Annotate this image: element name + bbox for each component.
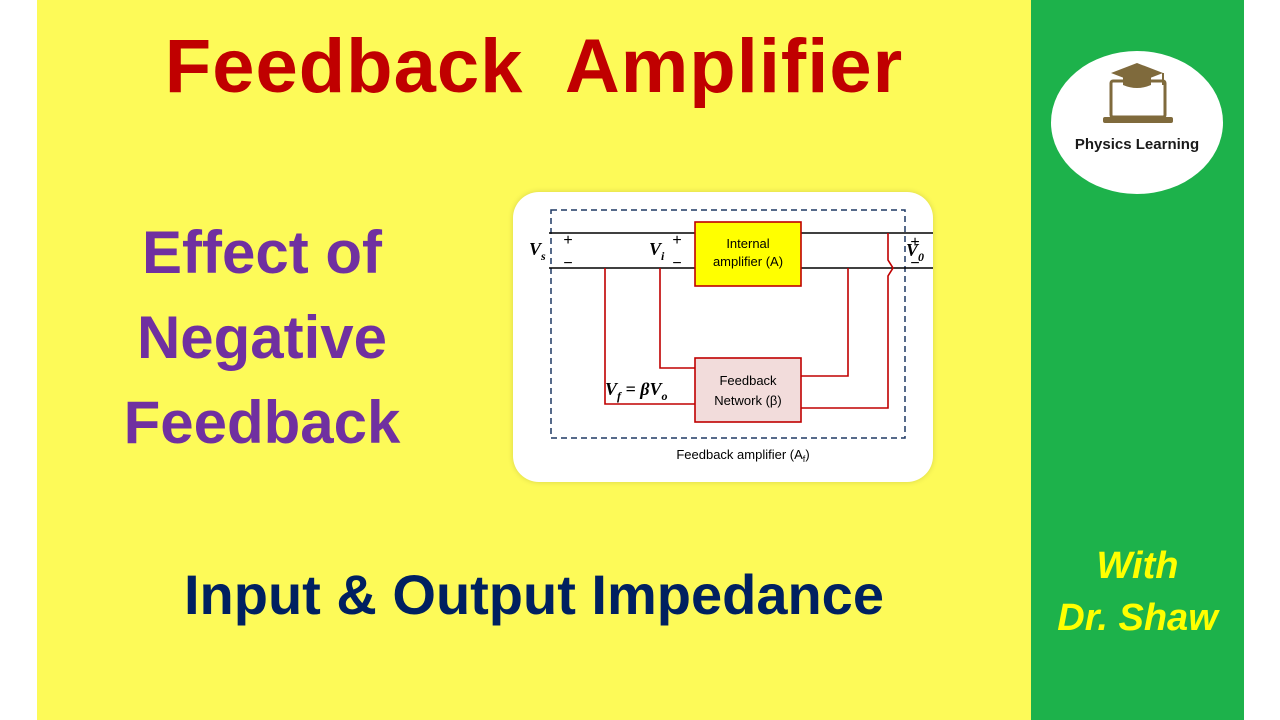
subtitle: Effect of Negative Feedback [67,210,457,465]
vf-symbol: V [605,379,619,399]
dashed-enclosure [550,209,906,439]
caption-text: Feedback amplifier (A [676,447,803,462]
vf-subscript: f [617,389,622,403]
internal-amplifier-box [694,221,802,287]
vi-symbol: V [649,239,663,259]
vs-label: Vs [529,239,546,263]
laptop-graduation-cap-icon [1103,63,1173,123]
wire-input-minus-to-network [604,268,695,405]
author-line-1: With [1096,545,1179,587]
vs-minus: − [563,255,572,272]
subtitle-line-1: Effect of [142,219,382,286]
subtitle-line-2: Negative [136,304,388,371]
vs-subscript: s [540,249,546,263]
vi-plus: + [672,232,681,249]
vi-label: Vi [649,239,665,263]
wire-output-plus-to-network [801,233,894,409]
vs-plus: + [563,232,572,249]
vo-subscript: 0 [918,250,924,264]
caption-subscript: f [803,454,806,464]
sidebar: Physics Learning With Dr. Shaw [1031,0,1244,720]
feedback-amplifier-diagram: Internal amplifier (A) Feedback Network … [513,192,933,482]
vf-label: Vf = βVo [605,379,668,403]
vo-minus: − [910,255,919,272]
internal-amplifier-label-2: amplifier (A) [713,254,783,269]
vo-label: V0 [906,240,924,264]
vi-subscript: i [661,249,665,263]
feedback-wires [604,233,894,409]
caption-end: ) [805,447,809,462]
author-credit: With Dr. Shaw [1031,540,1244,644]
wire-output-minus-to-network [801,268,849,377]
logo: Physics Learning [1051,51,1223,194]
feedback-network-box [694,357,802,423]
feedback-network-label-2: Network (β) [714,393,781,408]
vs-symbol: V [529,239,543,259]
subtitle-line-3: Feedback [123,389,401,456]
internal-amplifier-label-1: Internal [726,236,769,251]
author-line-2: Dr. Shaw [1057,597,1218,639]
diagram-caption: Feedback amplifier (Af) [676,447,809,464]
bottom-title: Input & Output Impedance [184,563,884,626]
vo-plus: + [910,234,919,251]
wire-vi-minus-to-network [659,268,695,369]
logo-text: Physics Learning [1074,136,1200,153]
vf-expression-subscript: o [662,389,668,403]
page-title: Feedback Amplifier [164,24,904,109]
main-panel: Feedback Amplifier Effect of Negative Fe… [37,0,1031,720]
vo-label-svg: V0 [906,240,924,264]
feedback-network-label-1: Feedback [719,373,777,388]
circuit-diagram-svg: Internal amplifier (A) Feedback Network … [529,209,933,464]
vf-expression: = βV [621,379,663,399]
vi-minus: − [672,255,681,272]
vo-symbol: V [906,240,920,260]
